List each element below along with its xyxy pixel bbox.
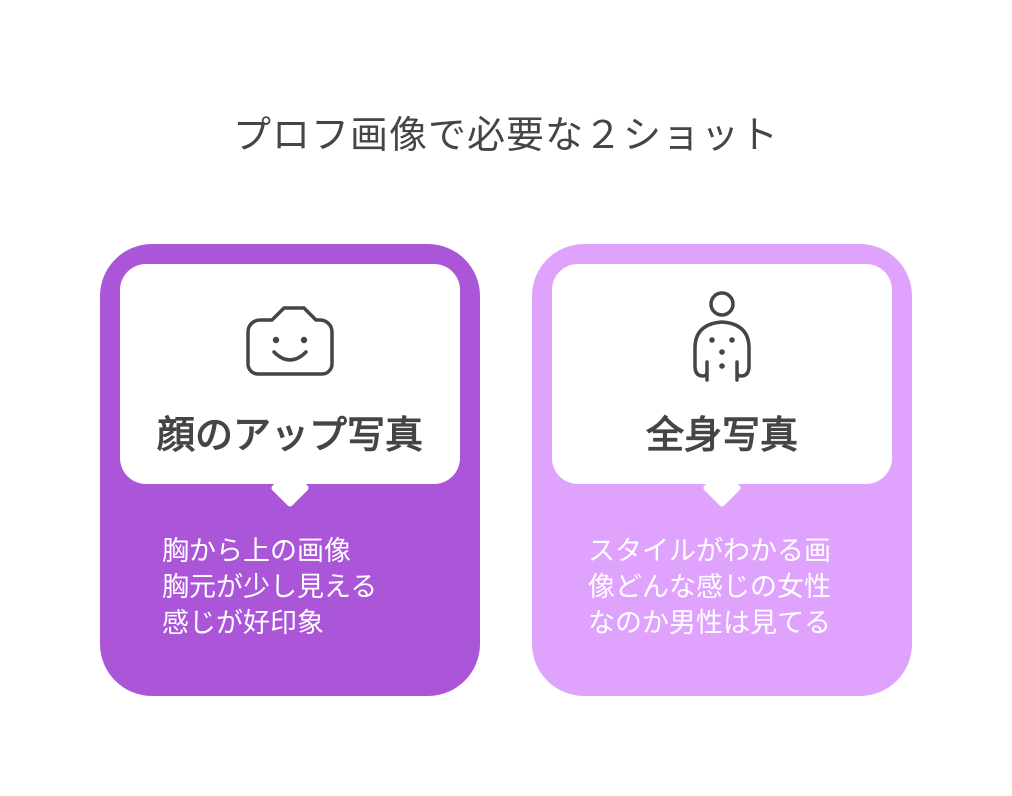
speech-bubble: 顔のアップ写真: [120, 264, 460, 484]
speech-bubble: 全身写真: [552, 264, 892, 484]
card-description: 胸から上の画像 胸元が少し見える 感じが好印象: [162, 534, 377, 642]
description-line: 胸から上の画像: [162, 536, 351, 567]
card-heading: 顔のアップ写真: [156, 413, 423, 457]
card-heading: 全身写真: [645, 413, 798, 457]
card-description: スタイルがわかる画 像どんな感じの女性 なのか男性は見てる: [588, 534, 831, 642]
person-body-icon: [693, 291, 751, 382]
card-face-photo: 顔のアップ写真 胸から上の画像 胸元が少し見える 感じが好印象: [100, 244, 480, 696]
page-title: プロフ画像で必要な２ショット: [232, 113, 779, 157]
camera-smile-icon: [246, 306, 334, 376]
description-line: なのか男性は見てる: [588, 608, 831, 639]
card-full-body-photo: 全身写真 スタイルがわかる画 像どんな感じの女性 なのか男性は見てる: [532, 244, 912, 696]
description-line: 胸元が少し見える: [162, 572, 378, 603]
description-line: 感じが好印象: [162, 608, 324, 639]
description-line: 像どんな感じの女性: [588, 572, 831, 603]
description-line: スタイルがわかる画: [588, 536, 831, 567]
